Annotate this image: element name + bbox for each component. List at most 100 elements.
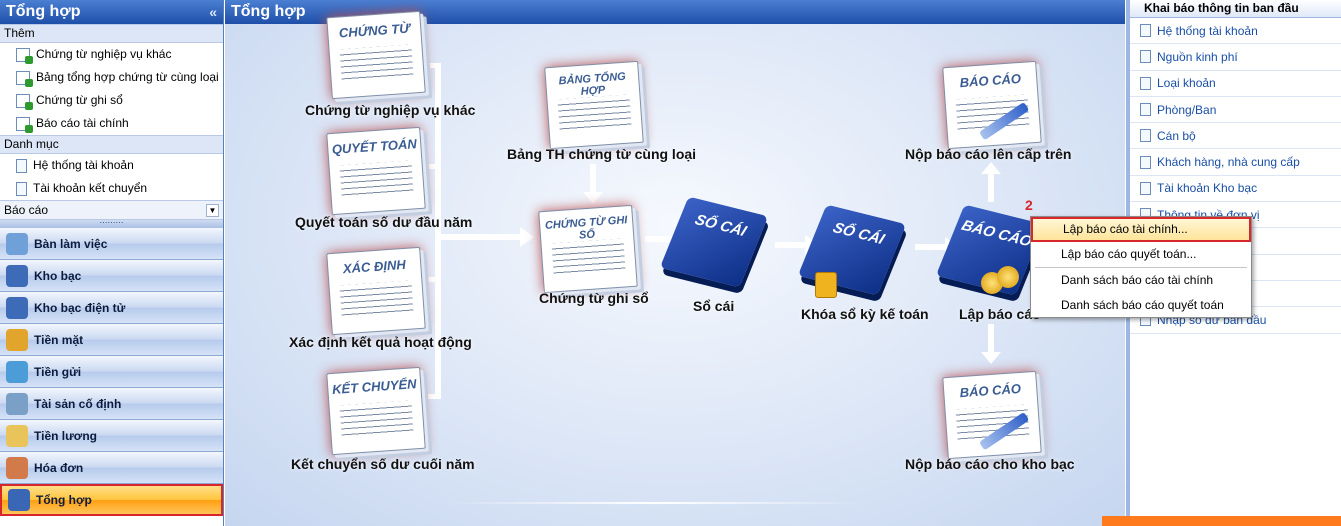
cash-icon xyxy=(6,328,28,351)
document-icon xyxy=(1140,50,1151,64)
baocao-label: Báo cáo xyxy=(4,203,49,217)
them-item-label: Chứng từ ghi sổ xyxy=(36,93,123,107)
menu-danh-sach-bao-cao-tai-chinh[interactable]: Danh sách báo cáo tài chính xyxy=(1061,273,1214,287)
doc-bao-cao-cap-tren[interactable]: BÁO CÁO xyxy=(942,60,1042,150)
danhmuc-item-he-thong-tai-khoan[interactable]: Hệ thống tài khoản xyxy=(0,154,223,177)
right-item-6[interactable]: Tài khoản Kho bạc xyxy=(1130,176,1341,203)
document-icon xyxy=(1140,155,1151,169)
right-panel: Khai báo thông tin ban đầu Hệ thống tài … xyxy=(1102,0,1341,526)
nav-button-label: Hóa đơn xyxy=(34,460,84,475)
right-item-4[interactable]: Cán bộ xyxy=(1130,123,1341,150)
bank-icon xyxy=(6,264,28,287)
add-document-icon xyxy=(16,116,33,133)
nav-button-7[interactable]: Hóa đơn xyxy=(0,452,223,484)
them-item-bang-tong-hop[interactable]: Bảng tổng hợp chứng từ cùng loại xyxy=(0,66,223,89)
doc-quyet-toan[interactable]: QUYẾT TOÁN xyxy=(326,126,426,216)
right-item-5[interactable]: Khách hàng, nhà cung cấp xyxy=(1130,149,1341,176)
add-document-icon xyxy=(16,93,33,110)
step-2-marker: 2 xyxy=(1025,197,1033,213)
right-item-3[interactable]: Phòng/Ban xyxy=(1130,97,1341,124)
label-lap-bao-cao[interactable]: Lập báo cáo xyxy=(959,306,1041,322)
menu-danh-sach-bao-cao-quyet-toan[interactable]: Danh sách báo cáo quyết toán xyxy=(1061,298,1224,312)
nav-button-1[interactable]: Kho bạc xyxy=(0,260,223,292)
right-item-0[interactable]: Hệ thống tài khoản xyxy=(1130,18,1341,45)
doc-bao-cao-kho-bac[interactable]: BÁO CÁO xyxy=(942,370,1042,460)
doc-title: KẾT CHUYỂN xyxy=(331,376,417,397)
right-item-label: Loại khoản xyxy=(1157,76,1216,91)
label-nop-bao-cao-kho-bac[interactable]: Nộp báo cáo cho kho bạc xyxy=(905,456,1075,472)
label-khoa-so-ky-ke-toan[interactable]: Khóa sổ kỳ kế toán xyxy=(801,306,929,322)
desktop-icon xyxy=(6,232,28,255)
baocao-dropdown[interactable]: Báo cáo ▼ xyxy=(0,200,223,220)
document-icon xyxy=(1140,181,1151,195)
danhmuc-item-tai-khoan-ket-chuyen[interactable]: Tài khoản kết chuyển xyxy=(0,177,223,200)
right-item-label: Phòng/Ban xyxy=(1157,102,1217,117)
right-item-label: Khách hàng, nhà cung cấp xyxy=(1157,155,1300,170)
nav-button-6[interactable]: Tiền lương xyxy=(0,420,223,452)
nav-button-0[interactable]: Bàn làm việc xyxy=(0,228,223,260)
menu-lap-bao-cao-tai-chinh[interactable]: Lập báo cáo tài chính... xyxy=(1031,217,1251,242)
menu-lap-bao-cao-quyet-toan[interactable]: Lập báo cáo quyết toán... xyxy=(1061,247,1197,261)
label-bang-th-chung-tu[interactable]: Bảng TH chứng từ cùng loại xyxy=(507,146,697,162)
nav-button-label: Tài sản cố định xyxy=(34,396,122,411)
right-panel-title: Khai báo thông tin ban đầu xyxy=(1130,0,1341,18)
doc-title: CHỨNG TỪ xyxy=(338,20,411,41)
right-item-2[interactable]: Loại khoản xyxy=(1130,71,1341,97)
doc-chung-tu[interactable]: CHỨNG TỪ xyxy=(326,10,426,100)
them-item-chung-tu-nghiep-vu-khac[interactable]: Chứng từ nghiệp vụ khác xyxy=(0,43,223,66)
doc-bang-tong-hop[interactable]: BẢNG TỔNG HỢP xyxy=(544,60,644,150)
document-icon xyxy=(1140,76,1151,90)
them-item-label: Bảng tổng hợp chứng từ cùng loại xyxy=(36,70,219,84)
doc-chung-tu-ghi-so[interactable]: CHỨNG TỪ GHI SỔ xyxy=(538,204,638,294)
doc-ket-chuyen[interactable]: KẾT CHUYỂN xyxy=(326,366,426,456)
nav-button-5[interactable]: Tài sản cố định xyxy=(0,388,223,420)
them-item-label: Chứng từ nghiệp vụ khác xyxy=(36,47,172,61)
left-panel-title: Tổng hợp « xyxy=(0,0,223,24)
context-menu: Lập báo cáo tài chính... Lập báo cáo quy… xyxy=(1030,216,1252,318)
asset-icon xyxy=(6,392,28,415)
label-chung-tu-ghi-so[interactable]: Chứng từ ghi sổ xyxy=(539,290,649,306)
nav-button-label: Tiền gửi xyxy=(34,364,82,379)
label-xac-dinh-ket-qua[interactable]: Xác định kết quả hoạt động xyxy=(289,334,472,350)
them-list: Chứng từ nghiệp vụ khác Bảng tổng hợp ch… xyxy=(0,43,223,135)
doc-xac-dinh[interactable]: XÁC ĐỊNH xyxy=(326,246,426,336)
label-ket-chuyen-so-du[interactable]: Kết chuyển số dư cuối năm xyxy=(291,456,475,472)
right-item-1[interactable]: Nguồn kinh phí xyxy=(1130,44,1341,71)
workflow-diagram: CHỨNG TỪ Chứng từ nghiệp vụ khác QUYẾT T… xyxy=(225,10,1125,526)
coin-icon xyxy=(997,266,1019,288)
danhmuc-item-label: Hệ thống tài khoản xyxy=(33,158,134,172)
them-item-bao-cao-tai-chinh[interactable]: Báo cáo tài chính xyxy=(0,112,223,135)
them-header[interactable]: Thêm xyxy=(0,24,223,43)
book-so-cai[interactable]: SỔ CÁI xyxy=(659,196,769,288)
right-item-label: Tài khoản Kho bạc xyxy=(1157,181,1258,196)
ebank-icon xyxy=(6,296,28,319)
label-quyet-toan-so-du-dau-nam[interactable]: Quyết toán số dư đầu năm xyxy=(295,214,473,230)
doc-title: BÁO CÁO xyxy=(959,70,1022,91)
nav-button-8[interactable]: Tổng hợp xyxy=(0,484,223,516)
document-icon xyxy=(16,181,27,196)
label-so-cai[interactable]: Sổ cái xyxy=(693,298,735,314)
bottom-bar xyxy=(1102,516,1341,526)
nav-button-4[interactable]: Tiền gửi xyxy=(0,356,223,388)
salary-icon xyxy=(6,424,28,447)
book-title: SỔ CÁI xyxy=(830,219,887,248)
document-icon xyxy=(16,158,27,173)
document-icon xyxy=(1140,103,1151,117)
them-item-chung-tu-ghi-so[interactable]: Chứng từ ghi sổ xyxy=(0,89,223,112)
nav-button-2[interactable]: Kho bạc điện tử xyxy=(0,292,223,324)
add-document-icon xyxy=(16,70,33,87)
doc-title: QUYẾT TOÁN xyxy=(331,136,418,158)
label-chung-tu-nghiep-vu-khac[interactable]: Chứng từ nghiệp vụ khác xyxy=(305,102,476,118)
left-title-text: Tổng hợp xyxy=(6,3,81,20)
label-nop-bao-cao-len-cap-tren[interactable]: Nộp báo cáo lên cấp trên xyxy=(905,146,1072,162)
collapse-icon[interactable]: « xyxy=(209,4,217,20)
document-icon xyxy=(1140,129,1151,143)
danhmuc-header[interactable]: Danh mục xyxy=(0,135,223,154)
menu-separator xyxy=(1035,267,1247,268)
chevron-down-icon[interactable]: ▼ xyxy=(206,204,219,217)
panel-splitter[interactable]: ⋯⋯⋯ xyxy=(0,219,223,228)
invoice-icon xyxy=(6,456,28,479)
nav-button-3[interactable]: Tiền mặt xyxy=(0,324,223,356)
doc-title: BÁO CÁO xyxy=(959,380,1022,401)
